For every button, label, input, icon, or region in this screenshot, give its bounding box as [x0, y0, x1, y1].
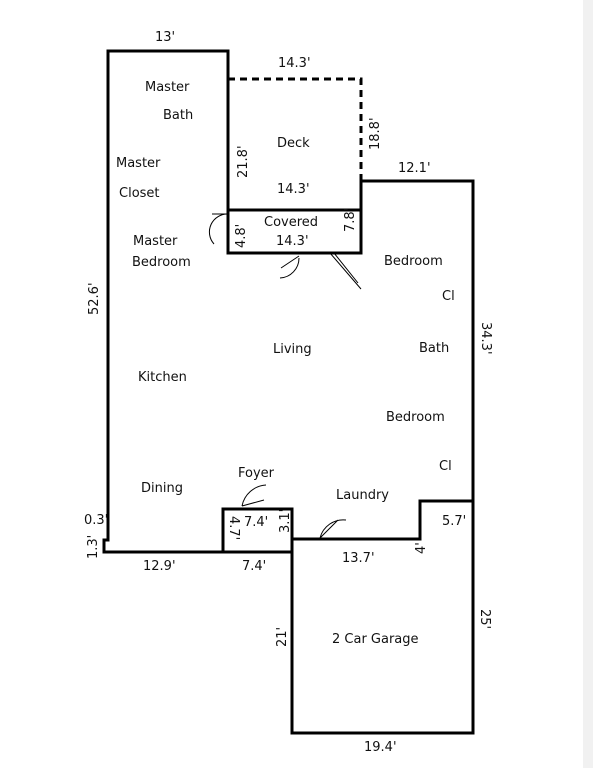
- dim-covered-right: 7.8': [343, 208, 358, 232]
- dim-right-top: 12.1': [398, 161, 431, 176]
- label-bath: Bath: [419, 341, 449, 356]
- dim-foyer-top: 7.4': [244, 515, 268, 530]
- label-dining: Dining: [141, 481, 183, 496]
- label-bedroom-1: Bedroom: [384, 254, 443, 269]
- dim-deck-right: 18.8': [368, 117, 383, 150]
- garage-outline: [290, 499, 475, 735]
- label-garage: 2 Car Garage: [332, 632, 419, 647]
- dim-covered-bottom: 14.3': [276, 234, 309, 249]
- dim-garage-bottom: 19.4': [364, 740, 397, 755]
- label-laundry: Laundry: [336, 488, 389, 503]
- label-master-bedroom-1: Master: [133, 234, 178, 249]
- dim-covered-left: 4.8': [234, 224, 249, 248]
- label-master-bath-1: Master: [145, 80, 190, 95]
- door-swing-foyer: [241, 484, 267, 507]
- house-outline: [102, 49, 475, 554]
- label-master-bedroom-2: Bedroom: [132, 255, 191, 270]
- door-swing-slider: [329, 252, 362, 290]
- page-edge: [583, 0, 593, 768]
- dim-foyer-right: 3.1': [278, 509, 293, 533]
- label-master-bath-2: Bath: [163, 108, 193, 123]
- label-covered: Covered: [264, 215, 318, 230]
- label-foyer: Foyer: [238, 466, 275, 481]
- foyer-box: [221, 507, 294, 554]
- label-master-closet-1: Master: [116, 156, 161, 171]
- dim-garage-left: 21': [275, 627, 290, 647]
- label-kitchen: Kitchen: [138, 370, 187, 385]
- deck-outline: [228, 77, 363, 181]
- dim-bottom-left: 12.9': [143, 559, 176, 574]
- label-cl-2: Cl: [439, 459, 452, 474]
- dim-left-bottom: 1.3': [86, 535, 101, 559]
- label-cl-1: Cl: [442, 289, 455, 304]
- dim-laundry-step: 4': [414, 542, 429, 554]
- dim-foyer-bottom: 7.4': [242, 559, 266, 574]
- dim-left-small: 0.3': [84, 513, 108, 528]
- dim-laundry-bottom: 13.7': [342, 551, 375, 566]
- door-swing-covered: [279, 255, 300, 279]
- label-living: Living: [273, 342, 312, 357]
- label-deck: Deck: [277, 136, 310, 151]
- dim-top: 13': [155, 30, 175, 45]
- dim-deck-bottom: 14.3': [277, 182, 310, 197]
- dim-step-right: 5.7': [442, 514, 466, 529]
- label-master-closet-2: Closet: [119, 186, 160, 201]
- dim-right-wall: 34.3': [478, 322, 493, 355]
- dim-left-wall: 52.6': [87, 282, 102, 315]
- dim-garage-right: 25': [477, 609, 492, 629]
- dim-foyer-left: 4.7': [226, 516, 241, 540]
- dim-deck-left: 21.8': [236, 145, 251, 178]
- label-bedroom-2: Bedroom: [386, 410, 445, 425]
- dim-deck-top: 14.3': [278, 56, 311, 71]
- door-swing-laundry: [319, 519, 347, 539]
- door-swing-master: [208, 213, 229, 245]
